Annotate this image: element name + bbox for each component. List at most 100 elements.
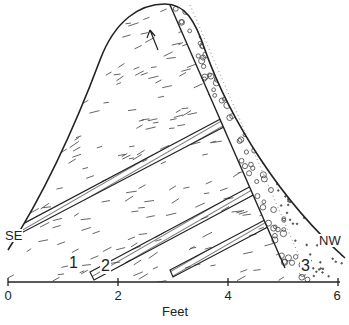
schist-dash (153, 267, 158, 269)
schist-dash (283, 121, 293, 124)
schist-dash (139, 120, 144, 121)
sand-dot (233, 48, 235, 50)
sand-dot (234, 99, 236, 101)
sand-dot (232, 13, 234, 15)
sand-dot (276, 114, 278, 116)
schist-dash (166, 213, 176, 215)
schist-dash (82, 264, 91, 266)
scale-number: 6 (332, 289, 341, 302)
schist-dash (141, 33, 149, 35)
schist-dash (13, 161, 22, 163)
schist-dash (103, 102, 108, 104)
schist-dash (204, 192, 209, 194)
schist-dash (203, 232, 213, 237)
pebble (188, 29, 192, 33)
schist-dash (5, 137, 11, 141)
pebble (268, 187, 273, 192)
pebble (262, 200, 266, 204)
schist-dash (274, 173, 280, 176)
schist-dash (128, 109, 136, 110)
sand-dot (278, 123, 280, 125)
sand-dot (206, 28, 208, 30)
sand-dot (281, 181, 283, 183)
sand-dot (213, 14, 215, 16)
schist-dash (116, 76, 123, 81)
sand-dot (325, 209, 327, 211)
sand-dot (319, 191, 321, 193)
schist-dash (146, 216, 154, 218)
sand-dot (278, 99, 280, 101)
pebble (208, 73, 212, 77)
schist-dash (81, 227, 90, 230)
schist-dash (243, 13, 248, 15)
sand-dot (249, 87, 251, 89)
sand-dot (229, 60, 231, 62)
sand-dot (258, 101, 260, 103)
schist-dash (26, 32, 31, 35)
sand-dot (226, 75, 228, 77)
sand-dot (236, 80, 238, 82)
sand-dot (335, 261, 337, 263)
sand-dot (273, 155, 275, 157)
sand-dot (293, 183, 295, 185)
sand-dot (313, 275, 315, 277)
sand-dot (309, 169, 311, 171)
pebble (242, 164, 247, 169)
sand-dot (281, 95, 283, 97)
schist-dash (133, 154, 142, 159)
sand-dot (255, 125, 257, 127)
sand-dot (326, 219, 328, 221)
schist-dash (114, 74, 121, 76)
sand-dot (226, 22, 228, 24)
schist-dash (255, 161, 260, 164)
schist-dash (151, 66, 157, 68)
sand-dot (273, 78, 275, 80)
sand-dot (309, 172, 311, 174)
schist-dash (141, 73, 148, 75)
schist-dash (274, 147, 279, 149)
sand-dot (264, 99, 266, 101)
schist-dash (191, 3, 198, 6)
schist-dash (161, 162, 166, 164)
schist-dash (91, 256, 99, 259)
schist-dash (10, 87, 17, 92)
sand-dot (307, 210, 309, 212)
pebble (260, 205, 266, 211)
schist-dash (279, 5, 284, 7)
unit-number: 2 (100, 258, 111, 274)
sand-dot (328, 275, 330, 277)
schist-dash (278, 52, 283, 55)
schist-dash (254, 98, 260, 101)
sand-dot (318, 214, 320, 216)
schist-dash (100, 30, 108, 35)
schist-dash (118, 154, 125, 155)
schist-dash (237, 52, 244, 55)
schist-dash (138, 185, 145, 189)
schist-dash (149, 252, 158, 258)
schist-dash (32, 59, 40, 64)
sand-dot (243, 9, 245, 11)
schist-dash (72, 249, 79, 253)
sand-dot (290, 171, 292, 173)
sand-dot (250, 102, 252, 104)
sand-dot (312, 268, 314, 270)
schist-dash (116, 83, 121, 85)
sand-dot (277, 150, 279, 152)
schist-dash (74, 137, 79, 140)
schist-dash (56, 188, 62, 189)
schist-dash (279, 277, 285, 281)
sand-dot (305, 162, 307, 164)
pebble (179, 19, 185, 25)
schist-dash (128, 237, 135, 240)
schist-dash (182, 107, 189, 109)
sand-dot (277, 190, 279, 192)
schist-dash (142, 118, 150, 120)
sand-dot (320, 262, 322, 264)
sand-dot (231, 80, 233, 82)
sand-dot (283, 162, 285, 164)
unit-number: 3 (300, 258, 311, 274)
schist-dash (131, 243, 137, 247)
schist-dash (238, 172, 243, 173)
schist-dash (276, 176, 284, 178)
schist-dash (52, 4, 62, 6)
